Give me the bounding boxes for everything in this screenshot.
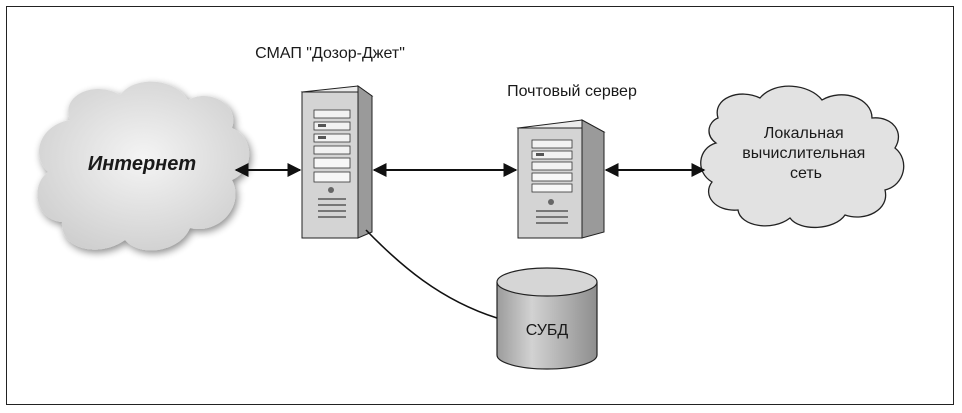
lan-label-line-2: вычислительная (742, 145, 865, 162)
lan-label-line-1: Локальная (764, 125, 844, 142)
gateway-label: СМАП "Дозор-Джет" (255, 45, 405, 62)
svg-text:Локальная вычислительная: Локальная вычислительная сеть (742, 125, 870, 182)
internet-cloud: Интернет (37, 81, 250, 251)
dbms-cylinder: СУБД (496, 267, 598, 370)
lan-cloud: Локальная вычислительная сеть (700, 85, 905, 229)
gateway-server (300, 85, 374, 239)
lan-label-line-3: сеть (790, 165, 822, 182)
internet-label: Интернет (88, 153, 196, 175)
link-gateway-dbms (365, 229, 498, 319)
dbms-label: СУБД (526, 322, 569, 339)
mail-server (516, 119, 606, 239)
mail-server-label: Почтовый сервер (507, 83, 637, 100)
